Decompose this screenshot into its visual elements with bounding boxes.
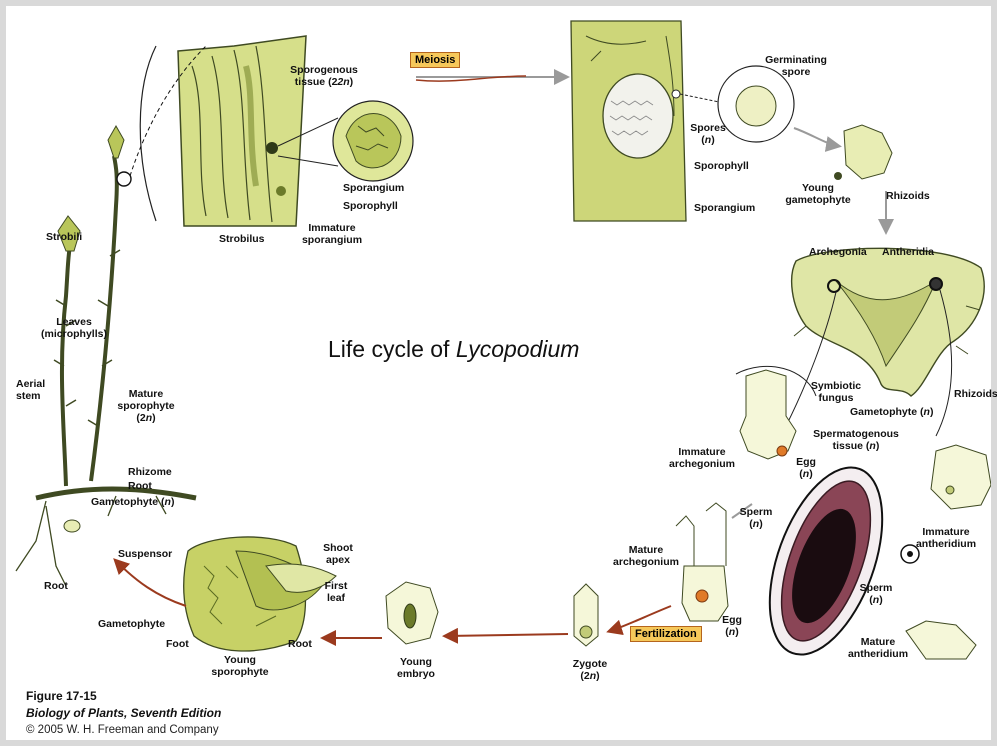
- label-zygote: Zygote(2n): [573, 658, 607, 682]
- label-egg-top: Egg(n): [796, 456, 816, 480]
- label-gametophyte-bottom: Gametophyte: [98, 618, 165, 630]
- label-rhizoids-right: Rhizoids: [954, 388, 997, 400]
- label-spores: Spores(n): [690, 122, 726, 146]
- label-sporangium-top: Sporangium: [343, 182, 404, 194]
- label-sperm-bottom: Sperm(n): [860, 582, 893, 606]
- label-sporophyll-right: Sporophyll: [694, 160, 749, 172]
- strobilus-section: [140, 36, 413, 226]
- fertilization-tag: Fertilization: [630, 626, 702, 642]
- label-root-left: Root: [44, 580, 68, 592]
- label-rhizome: Rhizome: [128, 466, 172, 478]
- label-sperm-mid: Sperm(n): [740, 506, 773, 530]
- label-rhizoids-top: Rhizoids: [886, 190, 930, 202]
- label-sporophyll-top: Sporophyll: [343, 200, 398, 212]
- label-egg-bottom: Egg(n): [722, 614, 742, 638]
- meiosis-tag: Meiosis: [410, 52, 460, 68]
- label-leaves: Leaves(microphylls): [41, 316, 107, 340]
- diagram-title: Life cycle of Lycopodium: [328, 336, 579, 363]
- label-foot: Foot: [166, 638, 189, 650]
- label-root-plant: Root: [128, 480, 152, 492]
- label-strobilus: Strobilus: [219, 233, 265, 245]
- copyright: © 2005 W. H. Freeman and Company: [26, 724, 219, 736]
- label-root-embryo: Root: [288, 638, 312, 650]
- figure-number: Figure 17-15: [26, 689, 97, 703]
- label-gametophyte-plant: Gametophyte (n): [91, 496, 174, 508]
- label-antheridia: Antheridia: [882, 246, 934, 258]
- young-embryo: [324, 582, 568, 644]
- label-strobili: Strobili: [46, 231, 82, 243]
- label-gametophyte-right: Gametophyte (n): [850, 406, 933, 418]
- label-sporangium-right: Sporangium: [694, 202, 755, 214]
- book-title: Biology of Plants, Seventh Edition: [26, 706, 221, 720]
- figure-frame: Life cycle of Lycopodium Meiosis Fertili…: [6, 6, 991, 740]
- label-suspensor: Suspensor: [118, 548, 172, 560]
- immature-archegonium: [736, 366, 816, 459]
- label-archegonia: Archegonia: [809, 246, 867, 258]
